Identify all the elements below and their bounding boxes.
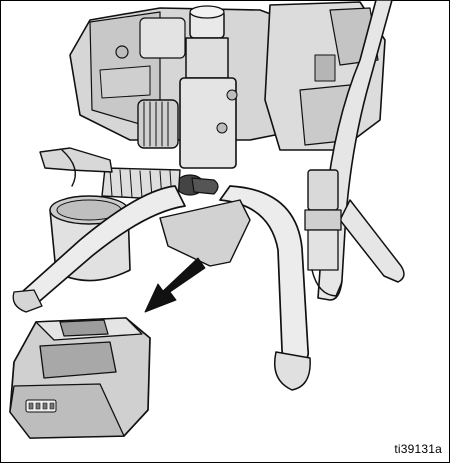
hose-clamp-tool — [39, 147, 113, 187]
outlet-fitting — [304, 169, 343, 297]
battery-pack — [9, 317, 151, 439]
pump-cylinder-fins — [137, 99, 179, 149]
remove-direction-arrow — [144, 257, 206, 313]
figure-id-label: ti39131a — [394, 442, 442, 456]
pump-column — [179, 5, 238, 169]
rear-leg — [339, 199, 405, 283]
prime-valve-handle — [175, 174, 219, 196]
frame-legs — [12, 185, 311, 391]
